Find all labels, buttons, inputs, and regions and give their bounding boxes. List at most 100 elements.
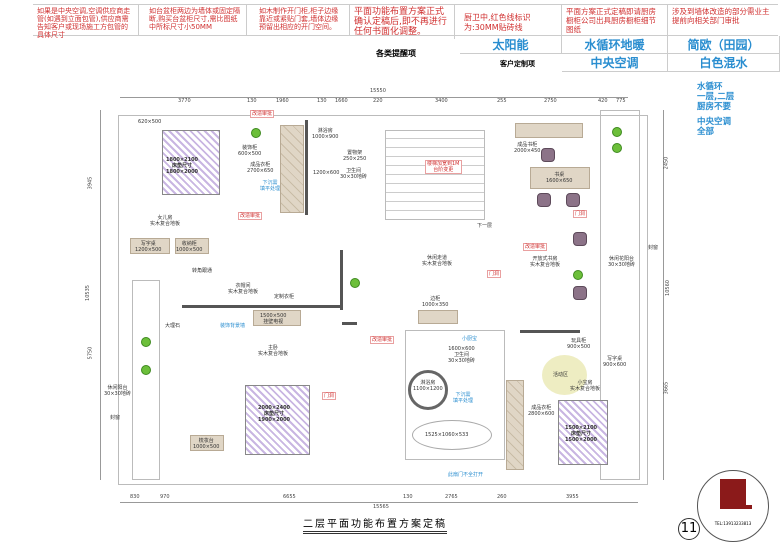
bed-master xyxy=(245,385,310,455)
dim-bottom-total: 15565 xyxy=(373,504,389,510)
dim-line-top xyxy=(120,97,628,98)
chair-icon xyxy=(541,148,555,162)
tag-renovation: 改造审批 xyxy=(250,110,275,118)
tag-fill-floor: 下沉需 填平处理 xyxy=(453,392,474,404)
bathtub xyxy=(412,420,492,450)
custom-item-floor-heating: 水循环地暖 xyxy=(562,36,668,54)
dim-line-bottom xyxy=(120,502,638,503)
chair-icon xyxy=(573,286,587,300)
tag-feature-wall: 装饰背景墙 xyxy=(220,323,246,329)
desk-daughter xyxy=(130,238,170,254)
study-desk-label: 书桌 1600×650 xyxy=(546,172,573,184)
tag-door: 门洞 xyxy=(573,210,588,218)
dim-top: 2750 xyxy=(544,98,557,104)
bed-size-daughter: 1800×2100 床垫尺寸 1800×2000 xyxy=(166,157,199,175)
dim-bottom: 3955 xyxy=(566,494,579,500)
dim-bottom: 130 xyxy=(403,494,413,500)
balcony-right-label: 休闲花阳台 30×30地砖 xyxy=(608,256,635,268)
dim-top: 220 xyxy=(373,98,383,104)
balcony-left-label: 休闲阳台 30×30地砖 xyxy=(104,385,131,397)
side-note-line: 中央空调 xyxy=(697,117,732,127)
study-desk xyxy=(530,167,590,189)
custom-item-solar: 太阳能 xyxy=(460,36,562,54)
bed-boy xyxy=(558,400,608,465)
dim-top: 130 xyxy=(317,98,327,104)
tag-door: 门洞 xyxy=(487,270,502,278)
tag-renovation: 改造审批 xyxy=(523,243,548,251)
dim-right: 10560 xyxy=(664,280,671,296)
chair-icon xyxy=(537,193,551,207)
logo-tel: TEL:13913233813 xyxy=(714,521,752,526)
corner-label: 转角跟通 xyxy=(192,268,213,274)
sealed-window-right-label: 封窗 xyxy=(648,245,659,251)
company-logo: TEL:13913233813 xyxy=(697,470,769,542)
stair-area xyxy=(385,130,485,220)
wardrobe xyxy=(280,125,304,213)
side-note-line: 一层,二层 xyxy=(697,92,735,102)
plant-icon xyxy=(612,143,622,153)
boy-room-label: 小宝房 实木复合地板 xyxy=(570,380,601,392)
wall xyxy=(340,250,343,310)
logo-mark-icon xyxy=(720,479,752,509)
sealed-window-label: 封窗 xyxy=(110,415,121,421)
dim-bottom: 830 xyxy=(130,494,140,500)
dresser-label: 梳妆台 1000×500 xyxy=(193,438,220,450)
master-label: 主卧 实木复合地板 xyxy=(258,345,289,357)
custom-label: 客户定制项 xyxy=(500,60,535,68)
dim-top: 775 xyxy=(616,98,626,104)
wardrobe-label: 成品衣柜 2700×650 xyxy=(247,162,274,174)
note-6: 平面方案正式定稿即请厨房橱柜公司出具厨房橱柜细节图纸 xyxy=(562,5,668,35)
tag-door: 门洞 xyxy=(322,392,337,400)
dim-top: 130 xyxy=(247,98,257,104)
storage-label: 收纳柜 1000×500 xyxy=(176,241,203,253)
bath1-label: 卫生间 30×30地砖 xyxy=(340,168,367,180)
wardrobe-boy-label: 成品衣柜 2800×600 xyxy=(528,405,555,417)
note-5: 厨卫中,红色线标识为:30MM贴砖线 xyxy=(460,5,562,35)
desk-boy-label: 写字桌 900×600 xyxy=(603,356,627,368)
bookcase-label: 成品书柜 2000×450 xyxy=(514,142,541,154)
wall xyxy=(520,330,580,333)
bed-daughter xyxy=(162,130,220,195)
hall-cabinet-label: 边柜 1000×350 xyxy=(422,296,449,308)
custom-item-central-ac: 中央空调 xyxy=(562,54,668,72)
bed-size-boy: 1500×2100 床垫尺寸 1500×2000 xyxy=(565,425,598,443)
activity-label: 活动区 xyxy=(553,372,569,378)
right-balcony xyxy=(600,110,640,480)
dim-right: 3665 xyxy=(663,381,670,395)
marble-label: 大理石 xyxy=(165,323,181,329)
tag-door-note: 此扇门不全打开 xyxy=(448,472,484,478)
dim-top: 1660 xyxy=(335,98,348,104)
chair-icon xyxy=(573,232,587,246)
tag-water-heater: 小厨宝 xyxy=(462,336,478,342)
shelf-label: 置物架 250×250 xyxy=(343,150,367,162)
round-shower xyxy=(408,370,448,410)
page-number: 11 xyxy=(678,518,700,540)
wall xyxy=(342,322,357,325)
plant-icon xyxy=(141,365,151,375)
tag-renovation: 改造审批 xyxy=(370,336,395,344)
tv-cabinet xyxy=(253,310,301,326)
plant-icon xyxy=(573,270,583,280)
open-study-label: 开放式书房 实木复合地板 xyxy=(530,256,561,268)
cloak-label: 衣帽间 实木复合地板 xyxy=(228,283,259,295)
side-note-line: 厨房不要 xyxy=(697,102,732,112)
note-1: 如果是中央空调,空调供应商走管(如遇到立面包管),供应商需告知客户或现场施工方包… xyxy=(33,5,139,39)
side-note-line: 全部 xyxy=(697,127,715,137)
tag-renovation: 改造审批 xyxy=(238,212,263,220)
shower-label: 淋浴房 1000×900 xyxy=(312,128,339,140)
shower2-label: 淋浴房 1100×1200 xyxy=(413,380,443,392)
side-note-line: 水循环 xyxy=(697,82,723,92)
wall xyxy=(182,305,342,308)
left-balcony xyxy=(132,280,160,480)
plan-title: 二层平面功能布置方案定稿 xyxy=(303,515,447,534)
dim-top: 3770 xyxy=(178,98,191,104)
plant-icon xyxy=(251,128,261,138)
dim-bottom: 970 xyxy=(160,494,170,500)
bathtub-label: 1525×1060×533 xyxy=(425,432,469,438)
reminder-label: 各类提醒项 xyxy=(376,49,416,58)
plant-icon xyxy=(141,337,151,347)
dresser xyxy=(190,435,224,451)
lavatory-label: 1200×600 xyxy=(313,170,340,176)
outer-wall xyxy=(118,115,648,485)
wall xyxy=(305,120,308,215)
